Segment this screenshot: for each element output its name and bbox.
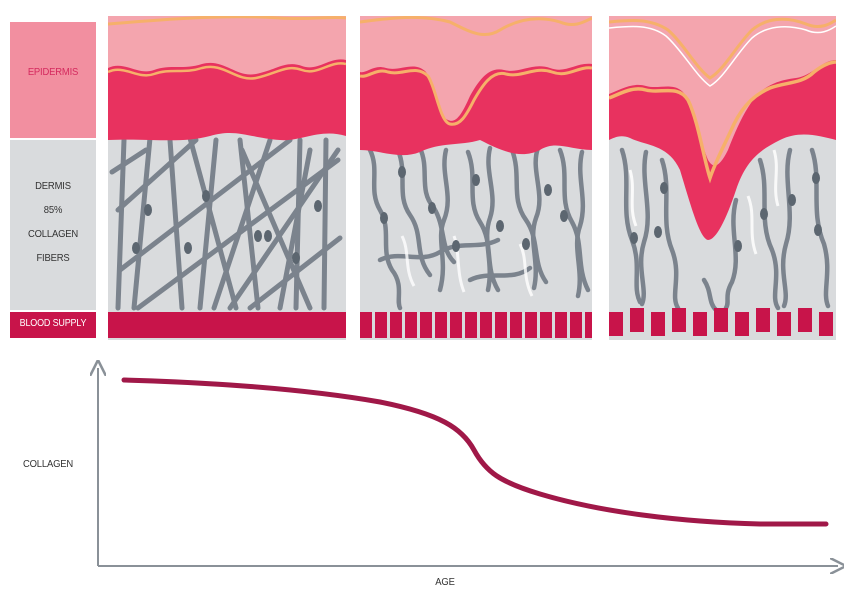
dermis-legend-block [10,140,96,310]
y-axis-label: COLLAGEN [22,458,74,470]
blood-supply-band [108,312,346,338]
blood-supply-segments [609,308,833,336]
collagen-curve [121,377,829,527]
blood-supply-segments [360,312,592,338]
dermis-label-line: FIBERS [36,252,70,264]
epidermis-legend-block [10,22,96,138]
skin-highlight-line [360,66,592,126]
skin-surface-line-white [609,25,836,87]
collagen-age-graph [98,368,838,566]
dermis-label-line: DERMIS [35,180,71,192]
fibroblast-nodes [132,190,322,264]
blood-supply-label: BLOOD SUPPLY [19,318,87,329]
epidermis-label: EPIDERMIS [27,66,79,78]
fragmented-fibers [628,149,780,255]
dermis-label-line: COLLAGEN [27,228,79,240]
legend-column [10,22,96,338]
fibroblast-nodes [630,172,822,252]
skin-surface-line [108,16,346,26]
skin-highlight-line [108,62,346,80]
x-axis-label: AGE [435,576,455,588]
skin-highlight-line [609,60,836,184]
dermis-label-line: 85% [43,204,63,216]
dermis-label: DERMIS 85% COLLAGEN FIBERS [14,174,91,270]
epidermis-light [609,16,836,166]
collagen-fibers [109,135,343,311]
skin-surface-line [609,17,836,80]
fibroblast-nodes [380,166,568,252]
epidermis-light [108,16,346,75]
skin-surface-line [360,16,592,36]
blood-supply-legend-block [10,312,96,338]
panel-aged-skin [609,16,836,340]
panel-young-skin [108,16,346,340]
panel-middle-aged-skin [360,16,592,340]
collagen-fibers [367,145,591,311]
epidermis-light [360,16,592,121]
